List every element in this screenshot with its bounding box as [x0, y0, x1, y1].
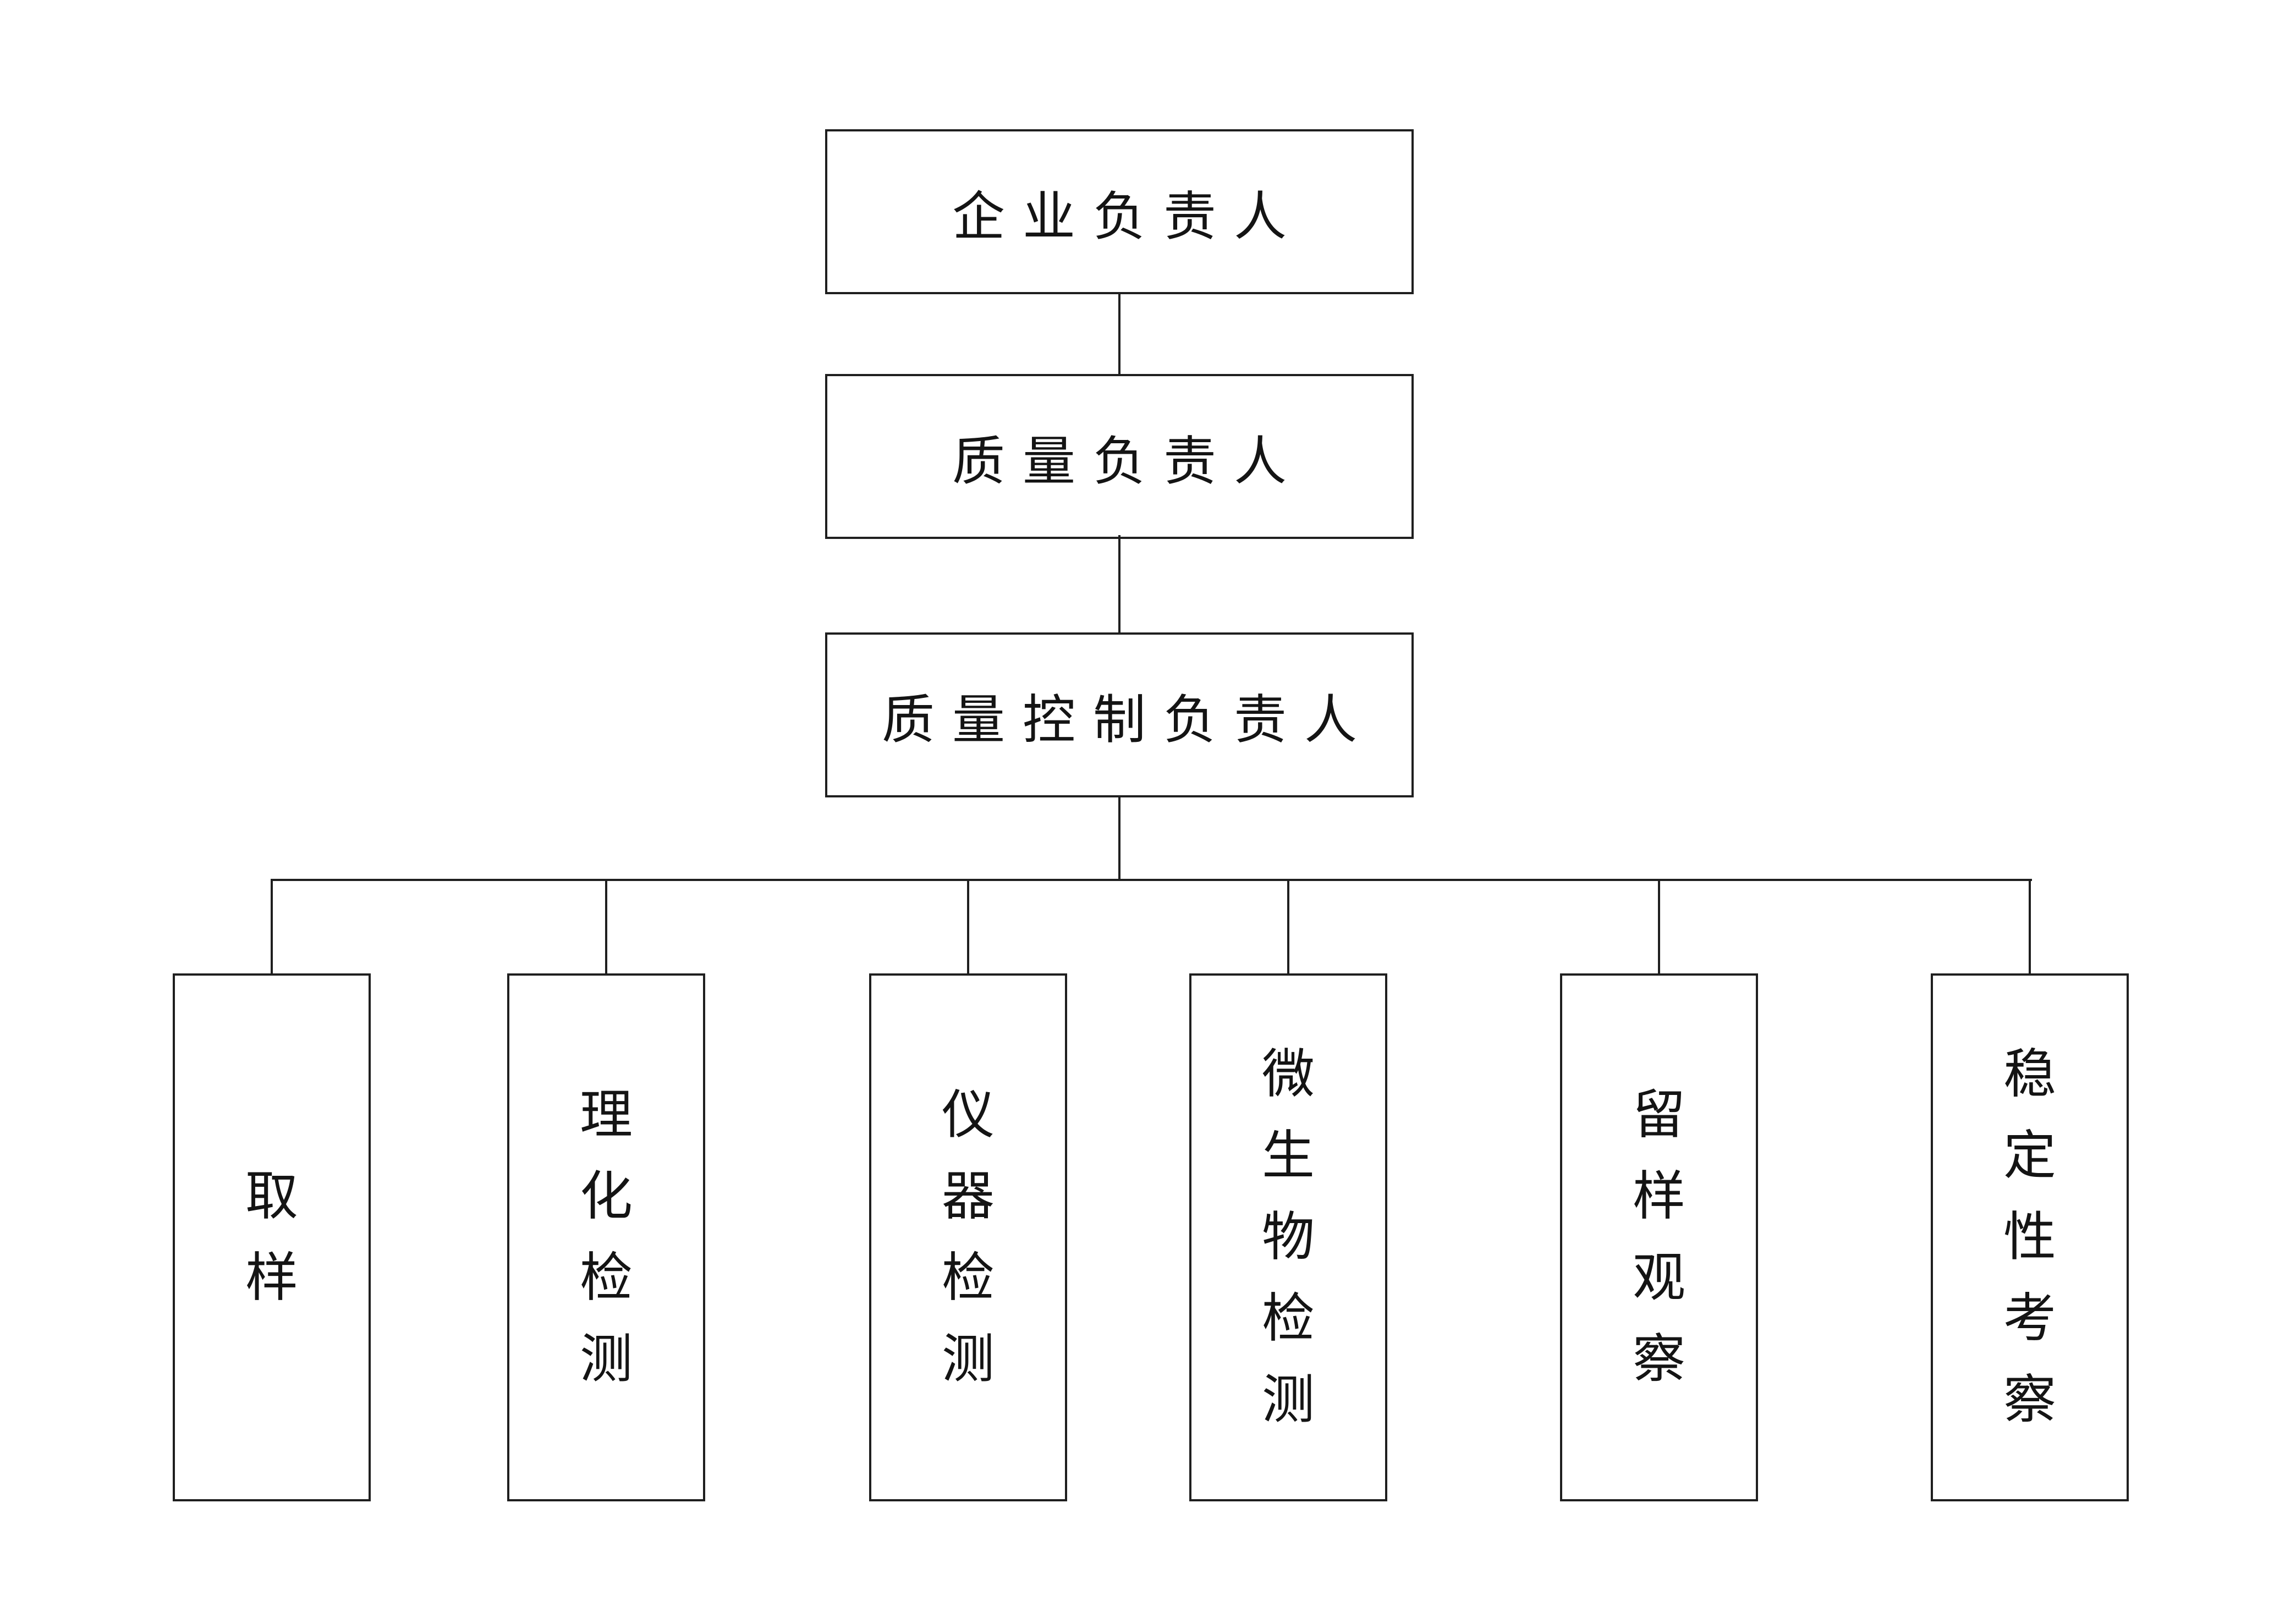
- node-quality-control-head: 质量控制负责人: [825, 632, 1414, 797]
- connector-drop-retained-sample: [1658, 880, 1660, 975]
- connector-qc-to-rail: [1118, 796, 1120, 881]
- node-retained-sample-watch: 留样观察: [1560, 973, 1758, 1501]
- node-quality-head: 质量负责人: [825, 374, 1414, 539]
- connector-drop-stability: [2029, 880, 2031, 975]
- connector-drop-sampling: [271, 880, 273, 975]
- connector-rail: [271, 879, 2032, 881]
- connector-drop-microbial: [1287, 880, 1289, 975]
- node-sampling: 取样: [173, 973, 371, 1501]
- node-physchem-testing: 理化检测: [507, 973, 705, 1501]
- node-instrument-testing: 仪器检测: [869, 973, 1067, 1501]
- connector-drop-instrument: [967, 880, 969, 975]
- connector-quality-to-qc: [1118, 535, 1120, 634]
- connector-enterprise-to-quality: [1118, 293, 1120, 375]
- connector-drop-physchem: [605, 880, 607, 975]
- node-microbial-testing: 微生物检测: [1189, 973, 1387, 1501]
- node-enterprise-head: 企业负责人: [825, 129, 1414, 294]
- node-stability-study: 稳定性考察: [1931, 973, 2129, 1501]
